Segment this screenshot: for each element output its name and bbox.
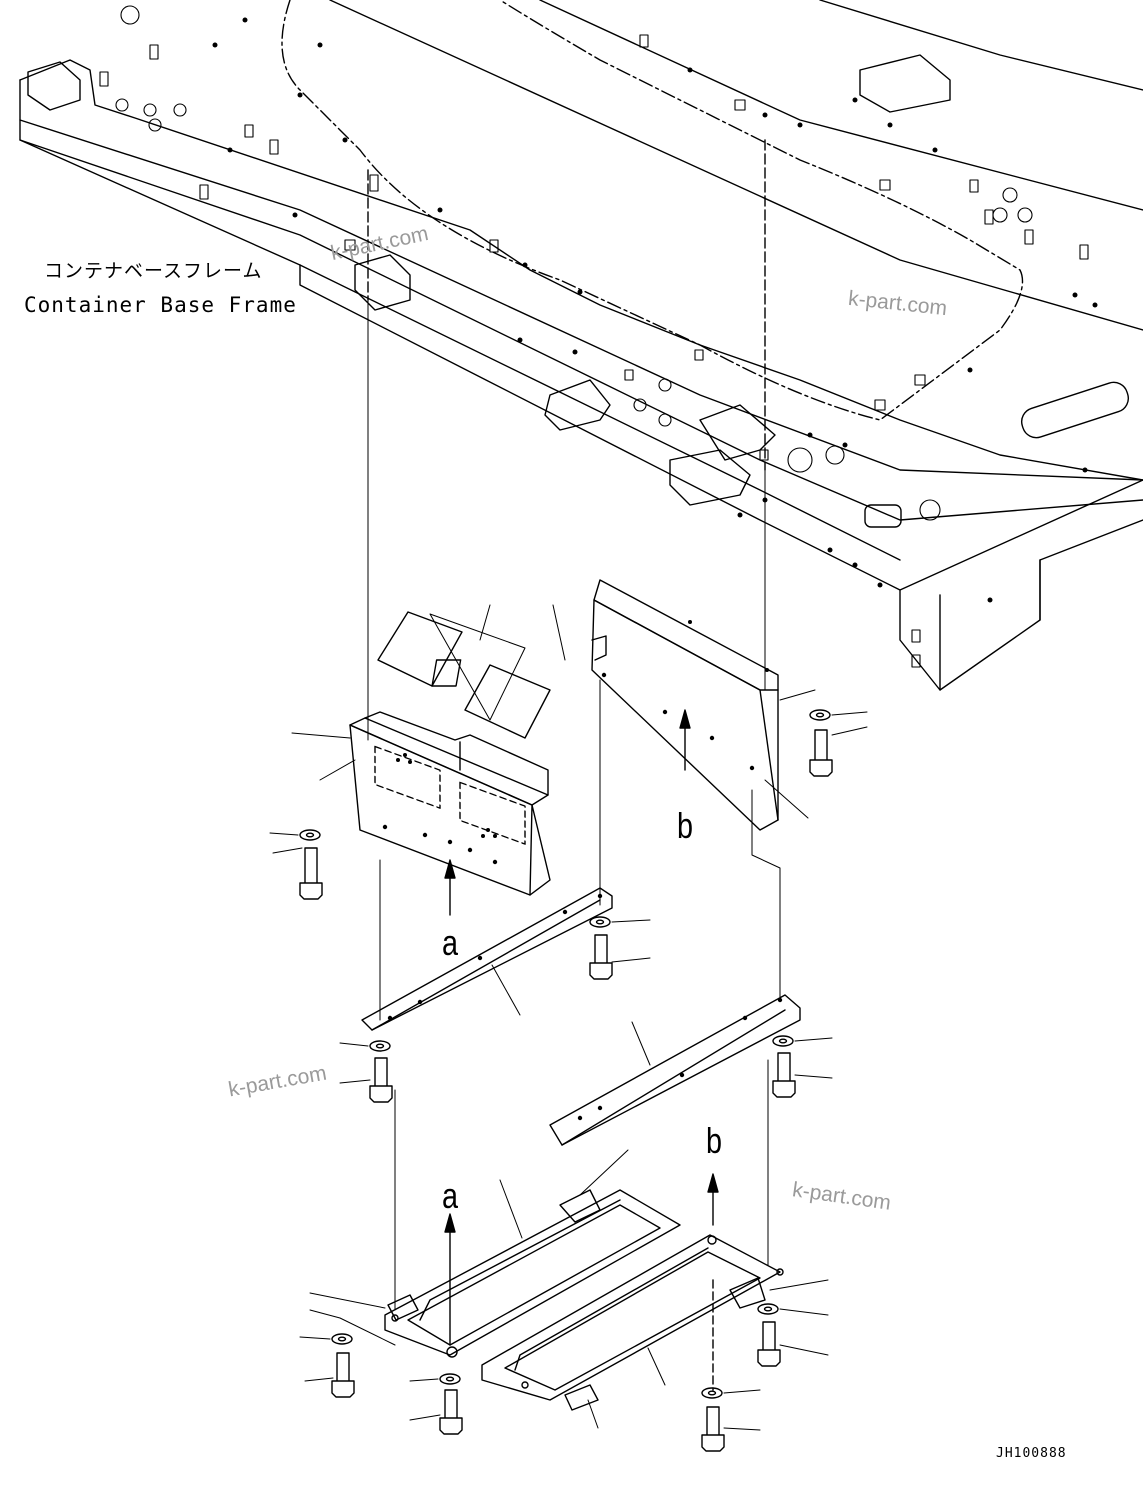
right-support-strip [549,994,801,1146]
alignment-lines [309,299,816,1346]
drawing-code: JH100888 [996,1446,1067,1461]
arrow-label-b-upper: b [677,805,694,846]
right-box-assembly [591,579,779,831]
container-base-frame [19,0,1143,691]
frame-label-english: Container Base Frame [24,293,297,317]
left-support-strip [361,887,613,1031]
arrow-label-a-upper: a [442,922,459,963]
right-bottom-tray [481,1234,784,1411]
left-bottom-tray [384,1189,681,1358]
washer-icon [299,709,831,1399]
bolts-and-washers [299,709,833,1452]
left-box-assembly [349,611,551,896]
arrow-label-b-lower: b [706,1120,723,1161]
arrow-label-a-lower: a [442,1175,459,1216]
leader-lines [269,604,868,1431]
frame-label-japanese: コンテナベースフレーム [44,260,263,282]
bolt-icon [299,729,833,1452]
assembly-arrows [444,709,719,1391]
